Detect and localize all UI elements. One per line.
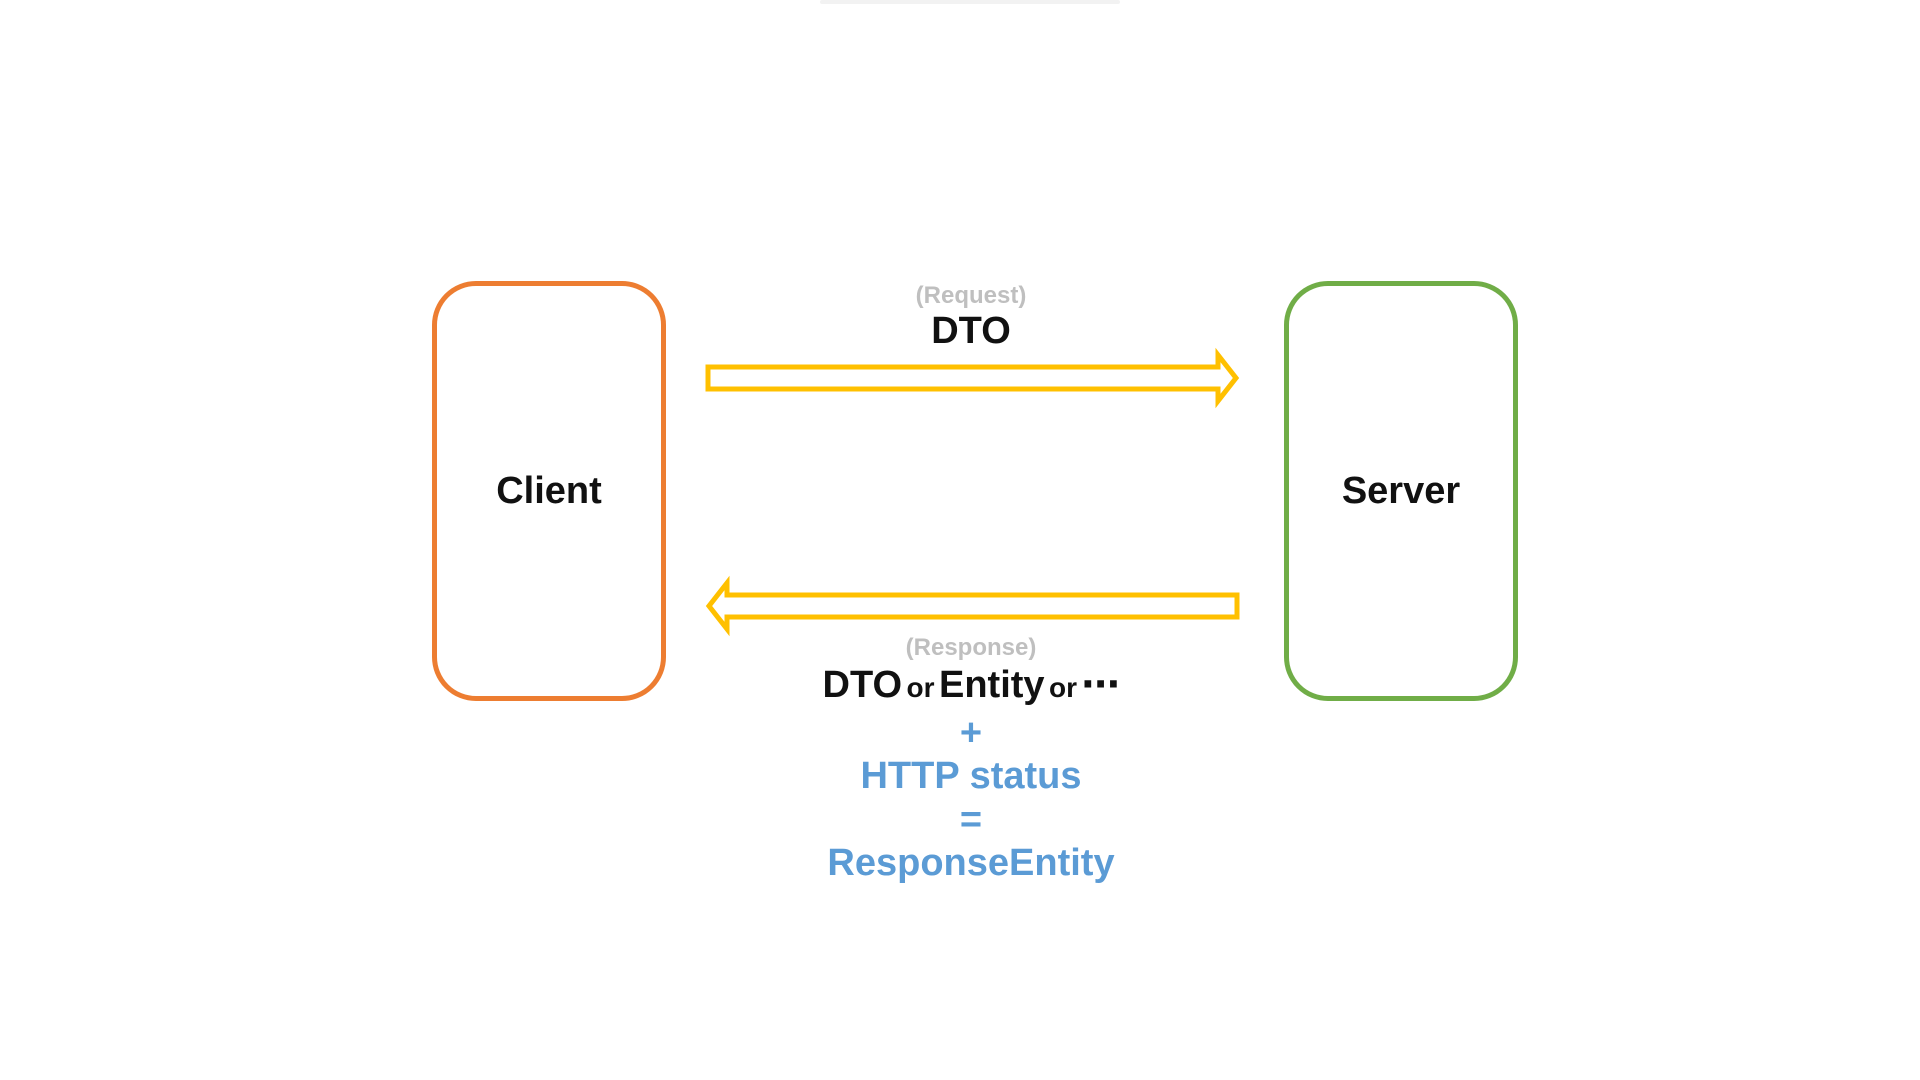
server-label: Server [1341, 469, 1461, 512]
request-tag: (Request) [915, 282, 1027, 309]
response-payload-or-1: or [906, 672, 935, 703]
request-payload: DTO [931, 310, 1011, 352]
response-equals: = [959, 799, 983, 841]
request-arrow [705, 347, 1240, 409]
response-tag: (Response) [905, 634, 1037, 661]
response-arrow [705, 575, 1240, 637]
client-label: Client [496, 469, 602, 512]
request-arrow-shape [705, 347, 1240, 409]
response-plus: + [959, 712, 983, 754]
response-payload-entity: Entity [938, 664, 1045, 706]
response-payload: DTO or Entity or ⋯ [0, 662, 1920, 707]
response-status: HTTP status [860, 755, 1082, 797]
response-payload-or-2: or [1049, 672, 1077, 703]
server-box: Server [1284, 281, 1518, 701]
response-arrow-shape [705, 575, 1240, 637]
response-entity-result: ResponseEntity [827, 842, 1115, 884]
response-payload-ellipsis: ⋯ [1081, 664, 1120, 706]
client-box: Client [432, 281, 666, 701]
top-fade-bar [820, 0, 1120, 4]
response-payload-dto: DTO [822, 664, 903, 706]
